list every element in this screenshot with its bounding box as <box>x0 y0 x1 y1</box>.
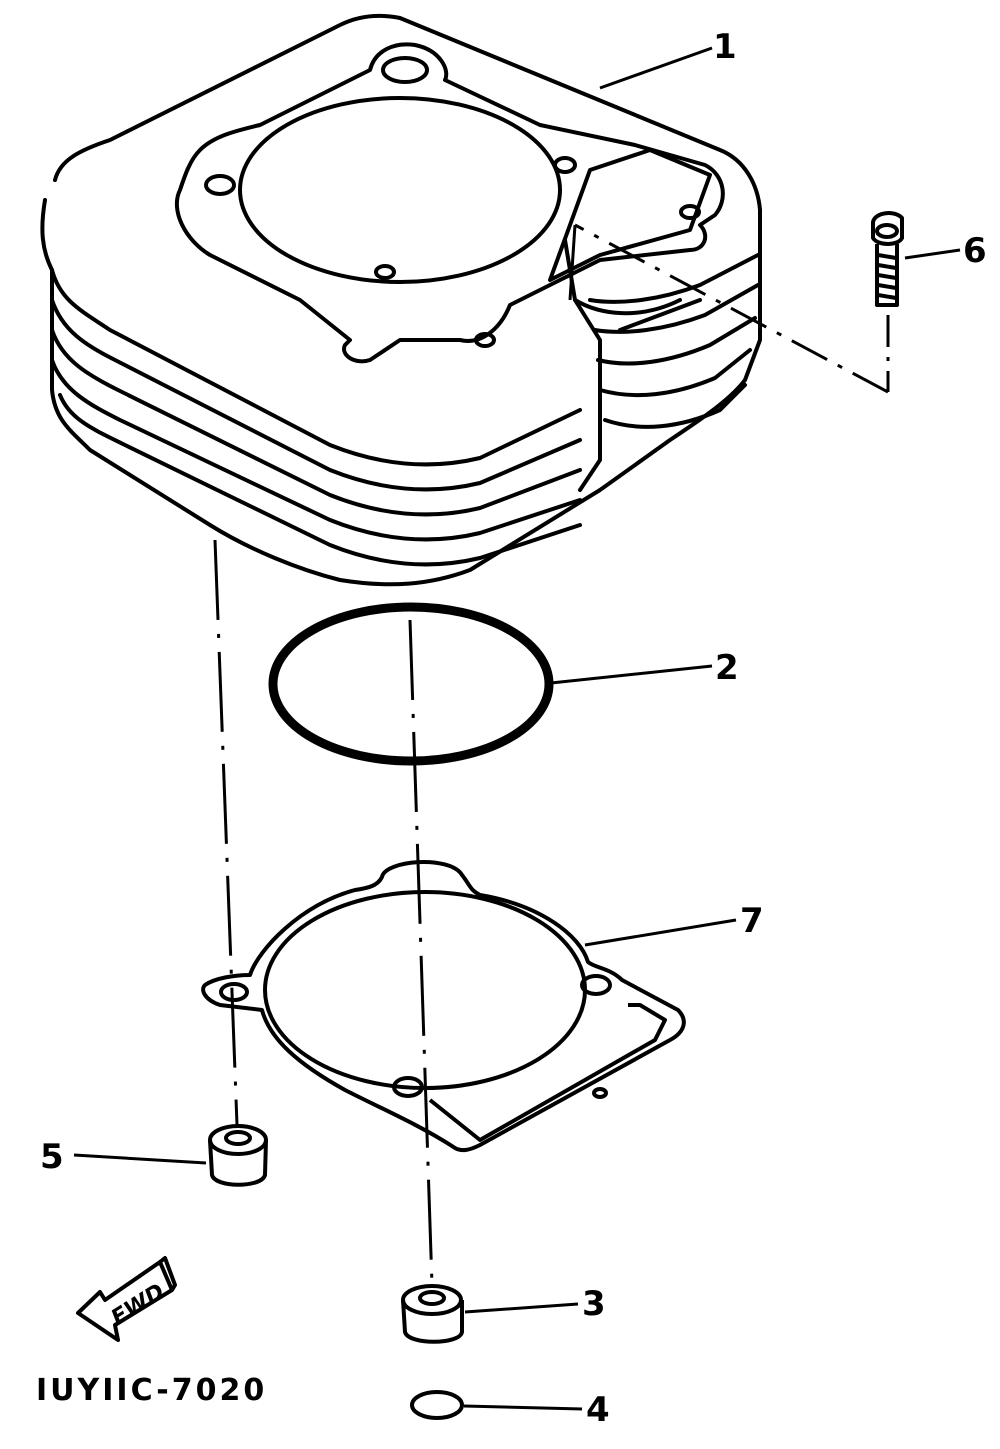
dowel-pin-part-3 <box>401 1284 464 1344</box>
small-o-ring-part-4 <box>410 1390 464 1420</box>
dowel-pin-part-5 <box>208 1124 268 1187</box>
leader-line-6 <box>568 223 961 394</box>
leader-line-4 <box>463 1404 583 1411</box>
leader-line-7 <box>584 918 737 947</box>
o-ring-part-2 <box>268 602 554 766</box>
gasket-part-7 <box>201 860 686 1153</box>
leader-line-1 <box>599 46 713 90</box>
leader-line-3 <box>464 1302 579 1314</box>
callout-label-5: 5 <box>40 1137 64 1177</box>
callout-label-6: 6 <box>963 231 987 271</box>
alignment-lines <box>213 539 434 1286</box>
leader-line-5 <box>73 1153 207 1165</box>
fwd-label: FWD <box>107 1279 169 1331</box>
callout-label-1: 1 <box>713 27 737 67</box>
fwd-arrow-icon <box>76 1256 177 1342</box>
cylinder-part-1 <box>40 13 762 587</box>
callout-label-7: 7 <box>740 901 764 941</box>
drawing-code: IUYIIC-7020 <box>36 1373 267 1408</box>
callout-label-2: 2 <box>715 648 739 688</box>
leader-line-2 <box>550 664 713 685</box>
callout-label-4: 4 <box>586 1390 610 1430</box>
bolt-part-6 <box>871 211 904 307</box>
callout-label-3: 3 <box>582 1284 606 1324</box>
